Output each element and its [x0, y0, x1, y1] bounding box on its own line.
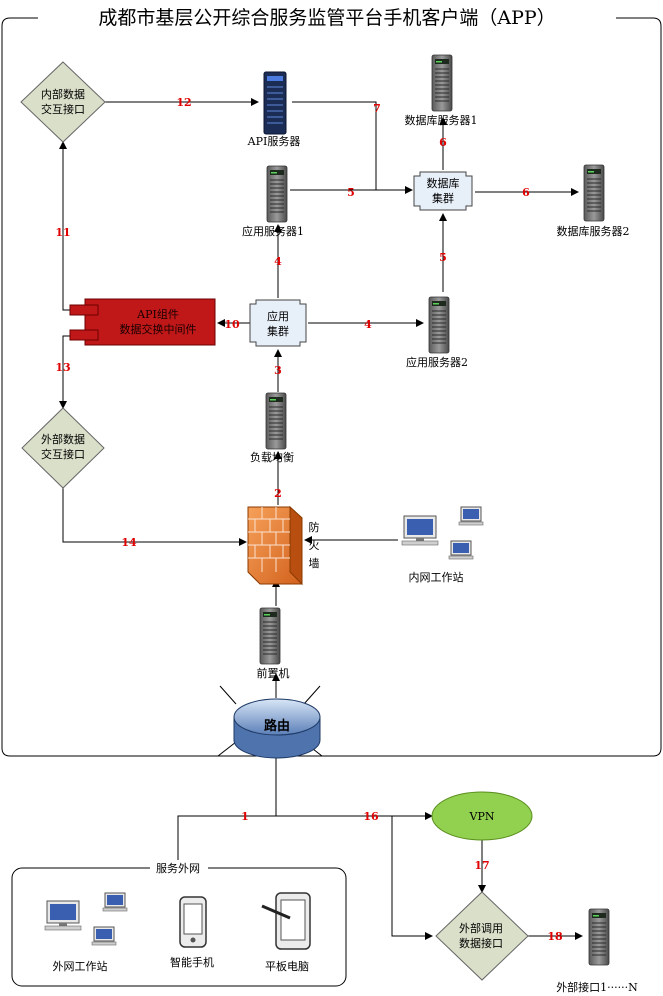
tablet-node: 平板电脑: [261, 892, 311, 973]
load-balancer-label: 负载均衡: [250, 450, 294, 464]
firewall-node: 防 火 墙: [247, 505, 320, 586]
edge-label-5b: 5: [439, 251, 447, 264]
edge-label-11: 11: [55, 226, 70, 239]
api-middleware-label-2: 数据交换中间件: [120, 322, 197, 336]
api-server-node: API服务器: [247, 71, 301, 148]
edge-7: [292, 101, 377, 190]
vpn-label: VPN: [469, 810, 495, 823]
edge-1: [177, 758, 277, 868]
db-server1-node: 数据库服务器1: [405, 54, 478, 127]
external-interface-label-2: 交互接口: [41, 447, 85, 461]
app-server2-label: 应用服务器2: [406, 355, 468, 369]
external-call-label-2: 数据接口: [459, 936, 503, 950]
external-call-interface-node: 外部调用 数据接口: [435, 891, 529, 981]
external-interface-node: 外部数据 交互接口: [21, 407, 105, 489]
main-frame: [1, 17, 662, 757]
diagram-title: 成都市基层公开综合服务监管平台手机客户端（APP）: [98, 7, 555, 29]
edge-14: [62, 488, 247, 546]
internal-interface-label-2: 交互接口: [41, 102, 85, 116]
edge-label-17: 17: [474, 859, 489, 872]
vpn-node: VPN: [431, 791, 533, 841]
db-server1-label: 数据库服务器1: [405, 113, 478, 127]
external-port-label: 外部接口1······N: [556, 980, 638, 994]
app-server2-node: 应用服务器2: [406, 296, 468, 369]
external-call-label-1: 外部调用: [459, 921, 503, 935]
external-interface-label-1: 外部数据: [41, 432, 85, 446]
edge-label-13: 13: [55, 361, 70, 374]
service-extranet-label: 服务外网: [156, 862, 200, 875]
edge-label-4b: 4: [364, 318, 372, 331]
front-machine-node: 前置机: [257, 607, 290, 680]
intranet-workstation-node: 内网工作站: [401, 506, 484, 584]
load-balancer-node: 负载均衡: [250, 392, 294, 464]
front-machine-label: 前置机: [257, 666, 290, 680]
smartphone-label: 智能手机: [170, 955, 214, 969]
edge-label-6b: 6: [522, 186, 530, 199]
firewall-label-1: 防: [309, 520, 320, 534]
extranet-workstation-label: 外网工作站: [53, 959, 108, 973]
firewall-label-3: 墙: [309, 556, 320, 570]
db-server2-node: 数据库服务器2: [557, 164, 630, 238]
db-cluster-node: 数据库 集群: [413, 171, 473, 211]
edge-label-4a: 4: [274, 255, 282, 268]
app-cluster-node: 应用 集群: [249, 299, 307, 347]
api-server-label: API服务器: [247, 135, 301, 148]
edge-label-2: 2: [274, 487, 282, 500]
edge-label-1: 1: [241, 810, 249, 823]
edge-label-12: 12: [176, 96, 191, 109]
db-server2-label: 数据库服务器2: [557, 224, 630, 238]
db-cluster-label-1: 数据库: [427, 176, 460, 190]
edge-label-10: 10: [224, 318, 240, 331]
edge-label-5a: 5: [347, 186, 355, 199]
intranet-workstation-label: 内网工作站: [409, 570, 464, 584]
edge-label-3: 3: [274, 364, 282, 377]
edge-label-14: 14: [121, 536, 137, 549]
firewall-label-2: 火: [309, 539, 320, 552]
api-middleware-node: API组件 数据交换中间件: [69, 298, 216, 346]
app-server1-node: 应用服务器1: [242, 165, 304, 238]
app-server1-label: 应用服务器1: [242, 224, 304, 238]
tablet-label: 平板电脑: [265, 959, 309, 973]
internal-interface-node: 内部数据 交互接口: [20, 61, 106, 143]
edge-label-16: 16: [363, 810, 379, 823]
app-cluster-label-2: 集群: [267, 324, 289, 338]
edge-label-7: 7: [373, 102, 381, 115]
router-node: 路由: [217, 685, 323, 759]
smartphone-node: 智能手机: [170, 896, 214, 969]
api-middleware-label-1: API组件: [136, 307, 179, 321]
edge-16-ext: [391, 816, 433, 940]
db-cluster-label-2: 集群: [432, 191, 454, 205]
edge-label-18: 18: [547, 930, 563, 943]
external-port-node: 外部接口1······N: [556, 908, 638, 994]
app-cluster-label-1: 应用: [267, 309, 289, 323]
internal-interface-label-1: 内部数据: [41, 87, 85, 101]
router-label: 路由: [264, 718, 290, 734]
edge-label-6a: 6: [439, 136, 447, 149]
extranet-workstation-node: 外网工作站: [44, 892, 128, 973]
